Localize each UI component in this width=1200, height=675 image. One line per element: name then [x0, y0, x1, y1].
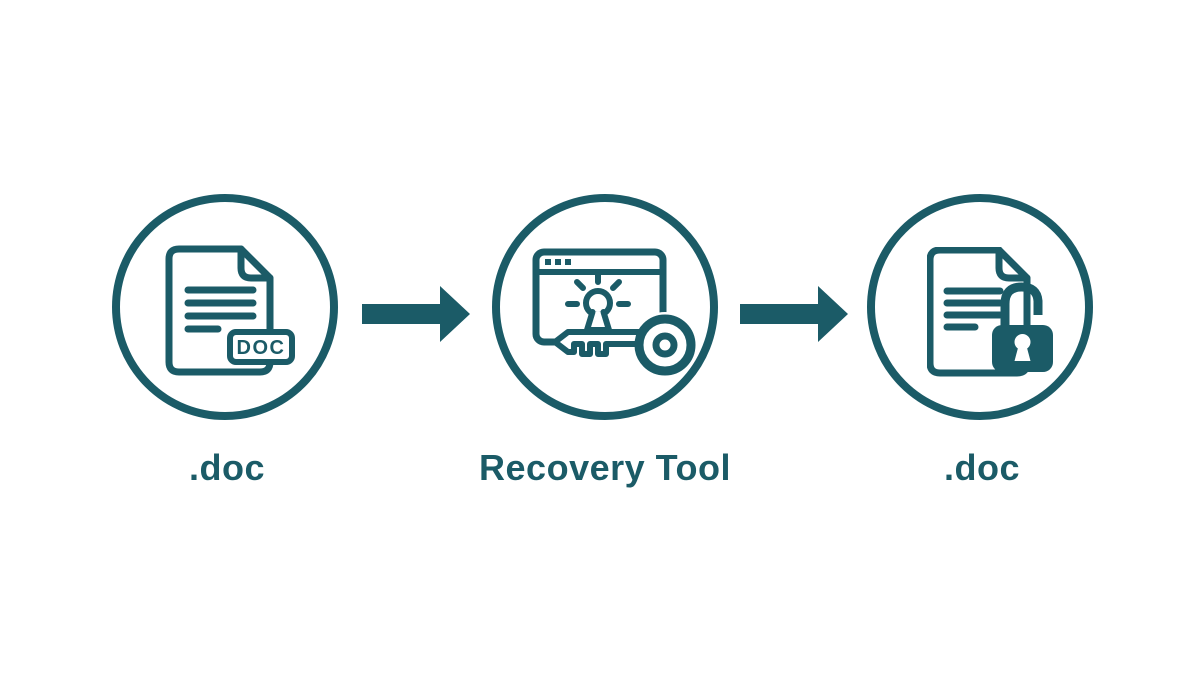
arrow-right-icon [362, 286, 470, 342]
doc-file-icon: DOC [165, 245, 295, 376]
doc-badge [227, 329, 295, 365]
arrow-shape [362, 286, 470, 342]
open-padlock-shackle [1000, 282, 1043, 327]
window-dot-3 [565, 259, 571, 265]
document-fold-corner [237, 245, 274, 282]
document-text-lines [184, 286, 257, 333]
document-text-lines [943, 287, 1004, 331]
node-circle-recovered-doc [867, 194, 1093, 420]
node-circle-recovery-tool [492, 194, 718, 420]
window-dot-1 [545, 259, 551, 265]
keyhole-stem [584, 309, 612, 333]
doc-badge-label: DOC [237, 337, 286, 359]
arrow-shape [740, 286, 848, 342]
document-fold-corner [995, 247, 1031, 282]
node-circle-source-doc [112, 194, 338, 420]
key-head-hole [652, 332, 678, 358]
node-label-recovery-tool: Recovery Tool [479, 447, 731, 488]
recovery-key-window-icon [532, 248, 698, 378]
node-label-recovered-doc: .doc [943, 447, 1020, 488]
keyhole-glow-rays [565, 272, 631, 307]
document-outline [165, 245, 274, 376]
unlocked-doc-file-icon [927, 247, 1053, 377]
node-label-source-doc: .doc [188, 447, 265, 488]
arrow-right-icon [740, 286, 848, 342]
key-shaft [552, 329, 651, 357]
padlock-keyhole-stem [1014, 346, 1031, 361]
window-dot-2 [555, 259, 561, 265]
